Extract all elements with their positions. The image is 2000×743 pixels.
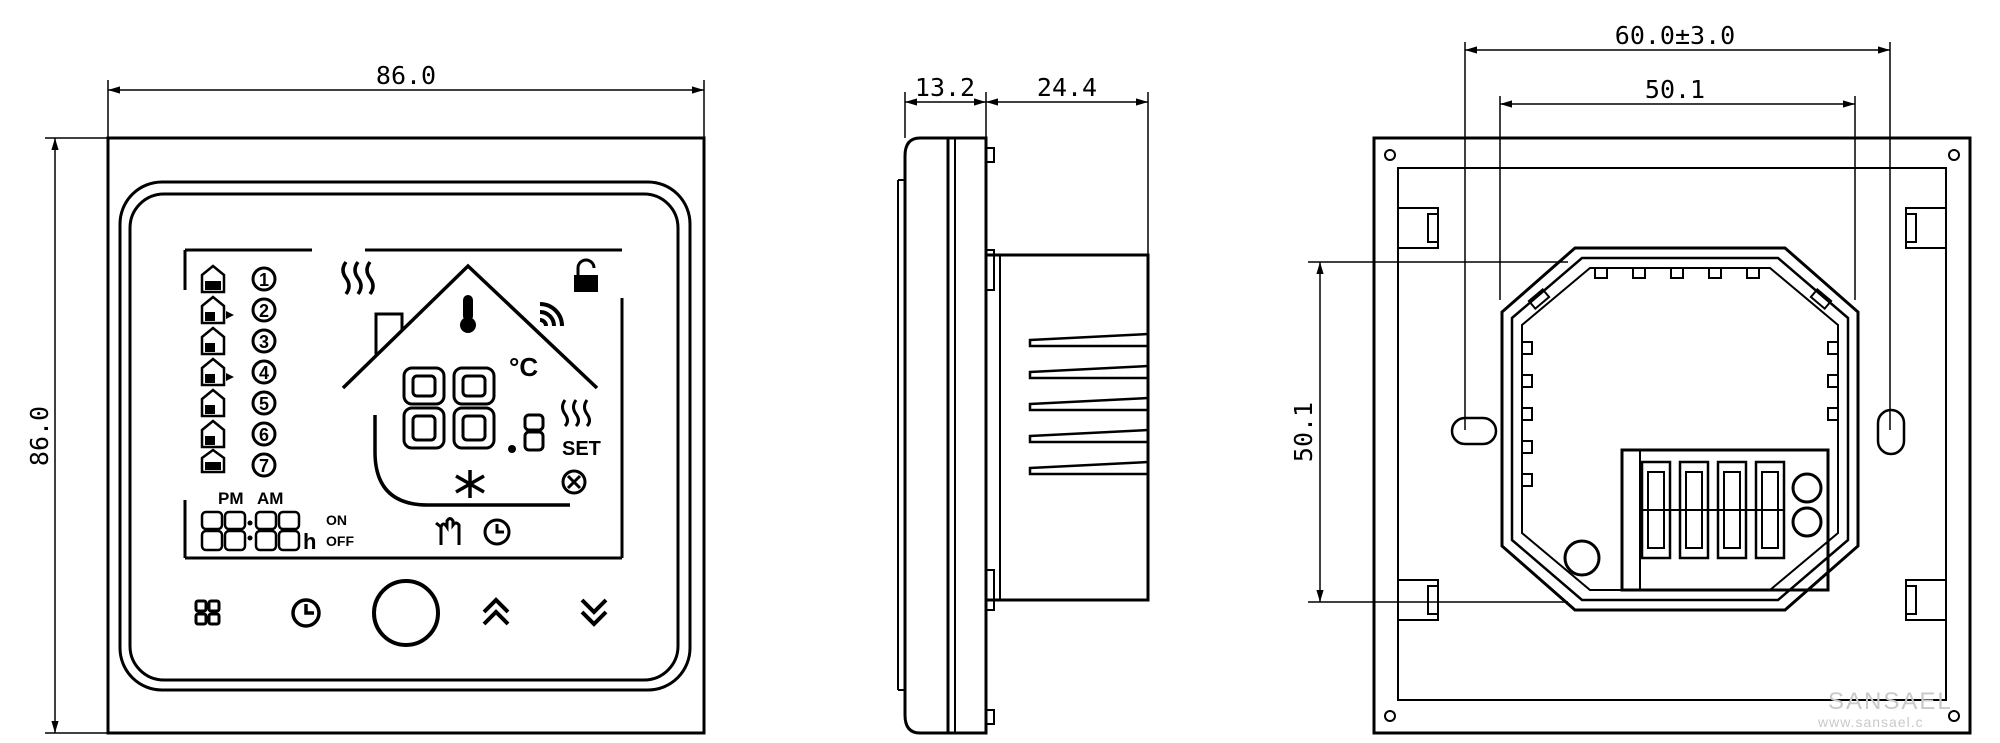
back-vertical-spacing-label: 50.1 (1289, 402, 1318, 462)
side-back-depth-label: 24.4 (1037, 73, 1097, 102)
manual-hand-icon (435, 517, 461, 545)
set-label: SET (562, 438, 601, 460)
program-number-6: 6 (259, 425, 269, 445)
schedule-clock-icon (483, 518, 511, 546)
side-front-depth-label: 13.2 (915, 73, 975, 102)
lock-icon (574, 258, 598, 292)
back-view (1308, 42, 1972, 735)
set-heat-icon (561, 399, 591, 428)
program-number-4: 4 (259, 363, 269, 383)
watermark-brand: SANSAEL (1828, 688, 1953, 715)
front-height-label: 86.0 (25, 406, 54, 466)
front-view (45, 80, 706, 735)
back-outer-plate (1372, 136, 1972, 735)
wifi-icon (539, 302, 564, 327)
hour-unit-label: h (303, 529, 316, 554)
down-chevron-icon[interactable] (580, 598, 608, 627)
watermark-url: www.sansael.c (1818, 714, 1924, 730)
front-display-frame (118, 180, 692, 692)
up-chevron-icon[interactable] (482, 597, 510, 626)
temperature-digits (402, 366, 545, 452)
front-width-label: 86.0 (376, 61, 436, 90)
decimal-point (508, 445, 516, 453)
program-number-1: 1 (259, 270, 269, 290)
side-view (897, 92, 1150, 735)
front-outer-plate (106, 136, 706, 735)
snowflake-icon (455, 470, 485, 498)
program-list: 1 2 3 4 5 6 7 (200, 264, 277, 478)
program-number-5: 5 (259, 394, 269, 414)
pm-label: PM (218, 489, 244, 508)
off-label: OFF (326, 533, 354, 549)
mode-cycle-icon (561, 469, 587, 495)
clock-icon[interactable] (291, 598, 321, 628)
on-label: ON (326, 512, 347, 528)
thermometer-icon (460, 295, 476, 333)
power-button[interactable] (372, 579, 440, 647)
program-number-7: 7 (259, 456, 269, 476)
menu-grid-icon[interactable] (194, 599, 221, 626)
am-label: AM (257, 489, 283, 508)
program-number-2: 2 (259, 301, 269, 321)
back-outer-spacing-label: 60.0±3.0 (1615, 21, 1735, 50)
heat-waves-icon (341, 260, 375, 296)
clock-digits (200, 510, 301, 552)
back-inner-spacing-label: 50.1 (1645, 75, 1705, 104)
celsius-label: °C (509, 352, 538, 382)
program-number-3: 3 (259, 332, 269, 352)
